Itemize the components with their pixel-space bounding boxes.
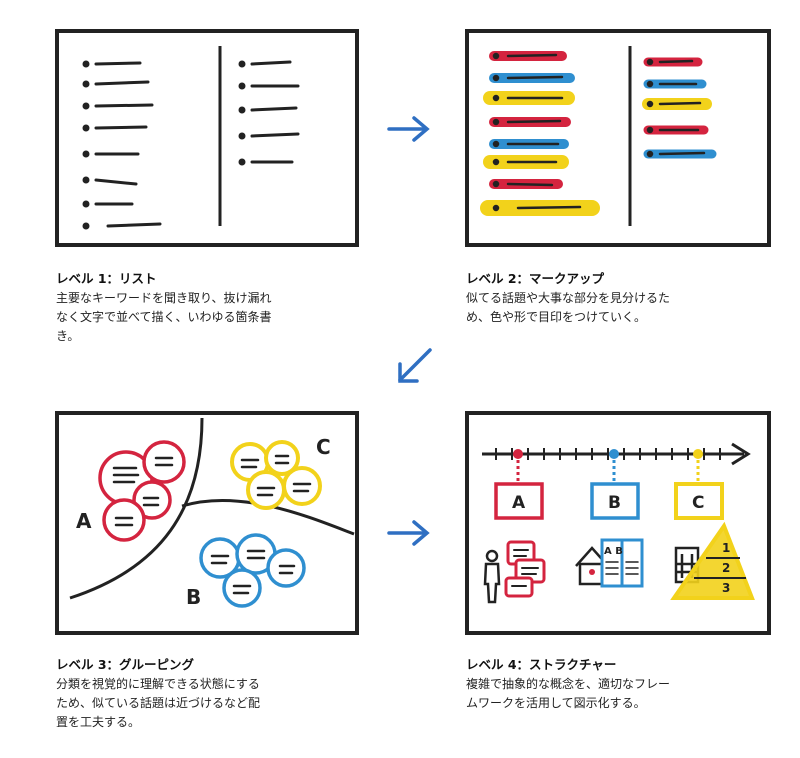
arrow-right-icon [386, 518, 432, 552]
level1-caption: レベル 1：リスト 主要なキーワードを聞き取り、抜け漏れ なく文字で並べて描く、… [56, 270, 356, 346]
level3-body-line: 置を工夫する。 [56, 713, 356, 732]
level3-body-line: ため、似ている話題は近づけるなど配 [56, 694, 356, 713]
pyramid-level-2: 2 [722, 561, 730, 575]
pyramid-level-1: 1 [722, 541, 730, 555]
level2-sketch [462, 26, 776, 252]
level2-title: レベル 2：マークアップ [466, 270, 766, 287]
level2-body-line: め、色や形で目印をつけていく。 [466, 308, 766, 327]
level4-sketch: A B C A B [462, 408, 776, 640]
level2-caption: レベル 2：マークアップ 似てる話題や大事な部分を見分けるた め、色や形で目印を… [466, 270, 766, 327]
group-label-b: B [186, 585, 201, 609]
structure-box-c: C [692, 493, 704, 513]
level1-title: レベル 1：リスト [56, 270, 356, 287]
arrow-right-icon [386, 114, 432, 148]
level1-body-line: 主要なキーワードを聞き取り、抜け漏れ [56, 289, 356, 308]
level3-sketch: A B C [52, 408, 364, 640]
pyramid-level-3: 3 [722, 581, 730, 595]
structure-box-b: B [608, 493, 621, 513]
level4-caption: レベル 4：ストラクチャー 複雑で抽象的な概念を、適切なフレー ムワークを活用し… [466, 656, 766, 713]
arrow-down-left-icon [392, 344, 436, 392]
level1-body-line: なく文字で並べて描く、いわゆる箇条書 [56, 308, 356, 327]
level3-caption: レベル 3：グルーピング 分類を視覚的に理解できる状態にする ため、似ている話題… [56, 656, 356, 732]
group-label-a: A [76, 509, 92, 533]
level1-sketch [52, 26, 364, 252]
level4-body-line: ムワークを活用して図示化する。 [466, 694, 766, 713]
level2-body-line: 似てる話題や大事な部分を見分けるた [466, 289, 766, 308]
group-label-c: C [316, 435, 331, 459]
structure-box-a: A [512, 493, 526, 513]
level4-title: レベル 4：ストラクチャー [466, 656, 766, 673]
document-label: A B [604, 546, 623, 557]
level1-body-line: き。 [56, 327, 356, 346]
level3-title: レベル 3：グルーピング [56, 656, 356, 673]
level3-body-line: 分類を視覚的に理解できる状態にする [56, 675, 356, 694]
level4-body-line: 複雑で抽象的な概念を、適切なフレー [466, 675, 766, 694]
